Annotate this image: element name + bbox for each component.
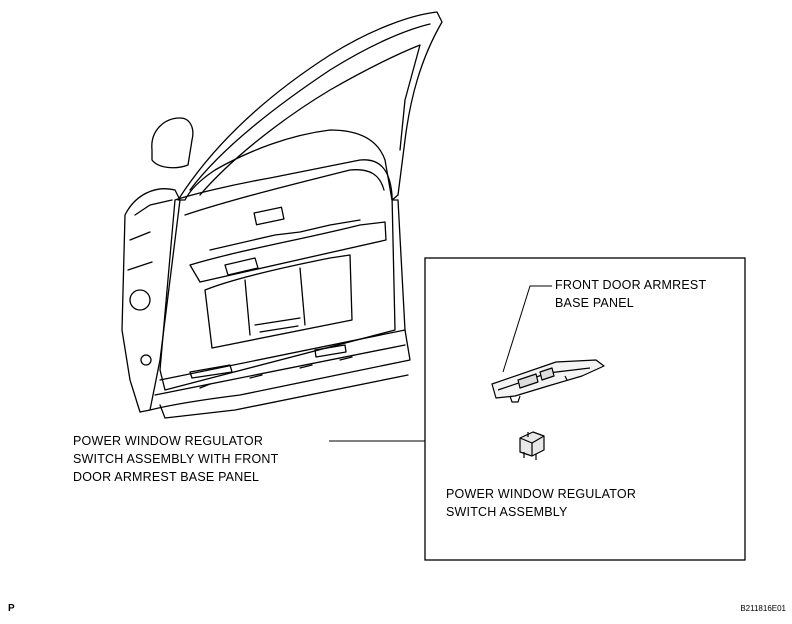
armrest-base-panel-label: FRONT DOOR ARMREST BASE PANEL [555, 278, 707, 310]
armrest-panel-part [491, 359, 605, 403]
detail-box [424, 257, 746, 561]
switch-assembly-label: POWER WINDOW REGULATOR SWITCH ASSEMBLY [446, 487, 637, 519]
armrest-leader-line [502, 285, 552, 373]
switch-with-panel-label: POWER WINDOW REGULATOR SWITCH ASSEMBLY W… [73, 434, 279, 484]
corner-code: P [8, 603, 15, 614]
switch-assembly-part [519, 431, 545, 460]
window-frame [177, 11, 443, 201]
figure-code: B211816E01 [740, 604, 786, 613]
door-body [149, 199, 411, 411]
mirror [151, 117, 194, 169]
